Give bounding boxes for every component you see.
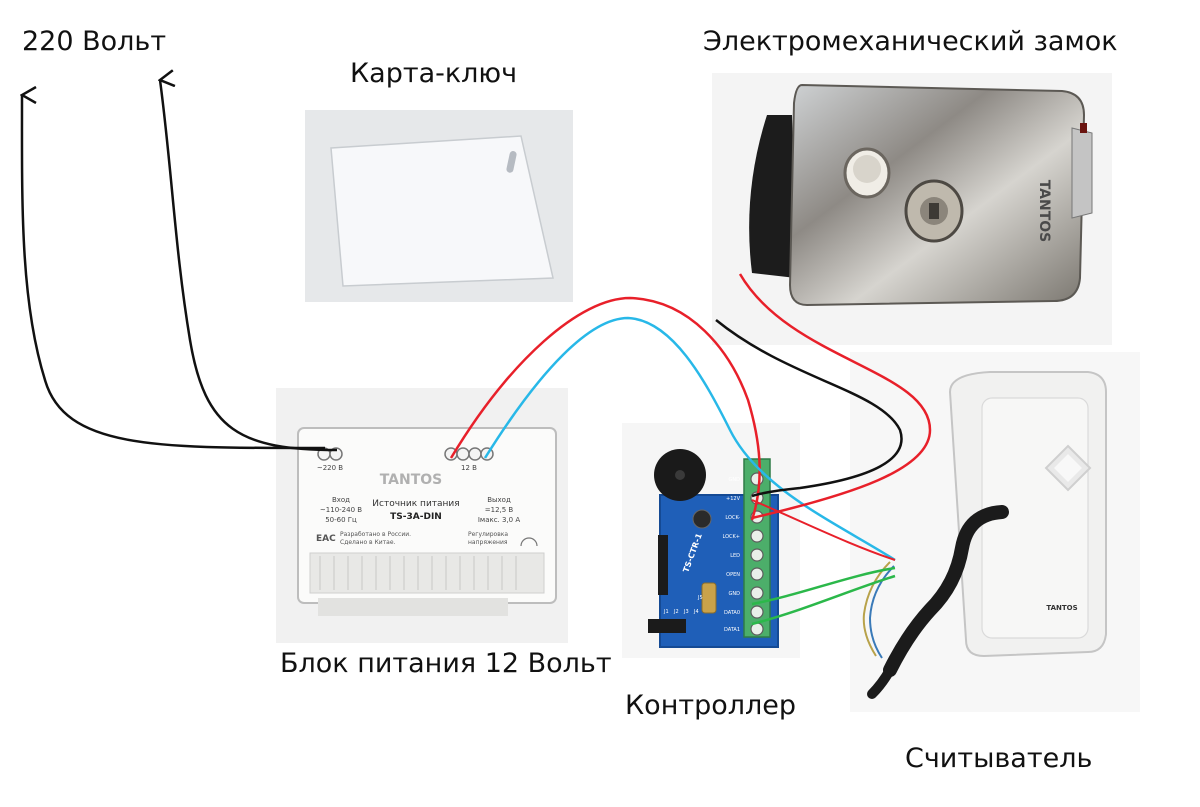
lock-image: TANTOS	[749, 83, 1093, 307]
psu-adjust-line2: напряжения	[468, 539, 508, 546]
card-key-photo	[305, 110, 573, 302]
pin-open-label: OPEN	[726, 572, 740, 578]
mains-wire-right	[160, 80, 338, 452]
psu-brand-text: TANTOS	[380, 472, 443, 488]
pin-gnd-label: GND	[729, 477, 741, 483]
pin-lock-plus-label: LOCK+	[722, 534, 740, 540]
power-supply-image: ~220 В 12 В TANTOS Источник питания TS-3…	[297, 427, 557, 616]
psu-terminal-dc-label: 12 В	[461, 464, 477, 472]
pin-led-label: LED	[730, 553, 740, 559]
psu-made-line2: Сделано в Китае.	[340, 539, 396, 546]
jumper-j3-label: J3	[683, 609, 689, 615]
jumper-j5-label: J5	[697, 595, 703, 601]
lock-photo: TANTOS	[712, 73, 1112, 345]
psu-adjust-line1: Регулировка	[468, 531, 508, 538]
reader-photo: TANTOS	[850, 352, 1140, 712]
psu-title-text: Источник питания	[372, 499, 459, 509]
label-power-supply: Блок питания 12 Вольт	[280, 648, 612, 679]
card-key-image	[330, 135, 554, 287]
jumper-j1-label: J1	[663, 609, 669, 615]
power-supply-photo: ~220 В 12 В TANTOS Источник питания TS-3…	[276, 388, 568, 643]
pin-gnd2-label: GND	[729, 591, 741, 597]
label-220v: 220 Вольт	[22, 26, 167, 57]
label-controller: Контроллер	[625, 690, 796, 721]
psu-blue-wire	[483, 316, 896, 562]
pin-data1-label: DATA1	[724, 627, 740, 633]
label-card-key: Карта-ключ	[350, 58, 518, 89]
psu-input-voltage: ~110-240 В	[320, 506, 362, 514]
jumper-j4-label: J4	[693, 609, 699, 615]
psu-input-frequency: 50-60 Гц	[325, 516, 357, 524]
mains-wire-left	[22, 95, 326, 450]
jumper-j2-label: J2	[673, 609, 679, 615]
pin-lock-minus-label: LOCK-	[725, 515, 740, 521]
lock-black-wire	[715, 319, 903, 498]
reader-green-wire-data0	[751, 566, 896, 606]
psu-output-voltage: =12,5 В	[485, 506, 514, 514]
psu-model-text: TS-3A-DIN	[390, 512, 442, 522]
controller-image: GND +12V LOCK- LOCK+ LED OPEN GND DATA0 …	[648, 449, 779, 648]
pin-data0-label: DATA0	[724, 610, 740, 616]
psu-cert-mark: ЕАС	[316, 534, 336, 544]
lock-red-wire	[738, 273, 932, 520]
psu-red-wire	[449, 296, 761, 521]
pin-12v-label: +12V	[726, 496, 741, 502]
label-electromechanical-lock: Электромеханический замок	[703, 26, 1118, 57]
lock-brand-text: TANTOS	[1036, 180, 1052, 243]
reader-image: TANTOS	[862, 371, 1107, 699]
psu-output-current: Iмакс. 3,0 А	[478, 516, 521, 524]
reader-green-wire-data1	[751, 574, 896, 626]
reader-brand-text: TANTOS	[1046, 604, 1077, 612]
reader-red-wire	[751, 499, 896, 561]
label-reader: Считыватель	[905, 743, 1093, 774]
psu-output-label: Выход	[487, 496, 511, 504]
psu-terminal-ac-label: ~220 В	[317, 464, 343, 472]
controller-photo: GND +12V LOCK- LOCK+ LED OPEN GND DATA0 …	[622, 423, 800, 658]
psu-made-line1: Разработано в России.	[340, 531, 411, 538]
psu-input-label: Вход	[332, 496, 350, 504]
